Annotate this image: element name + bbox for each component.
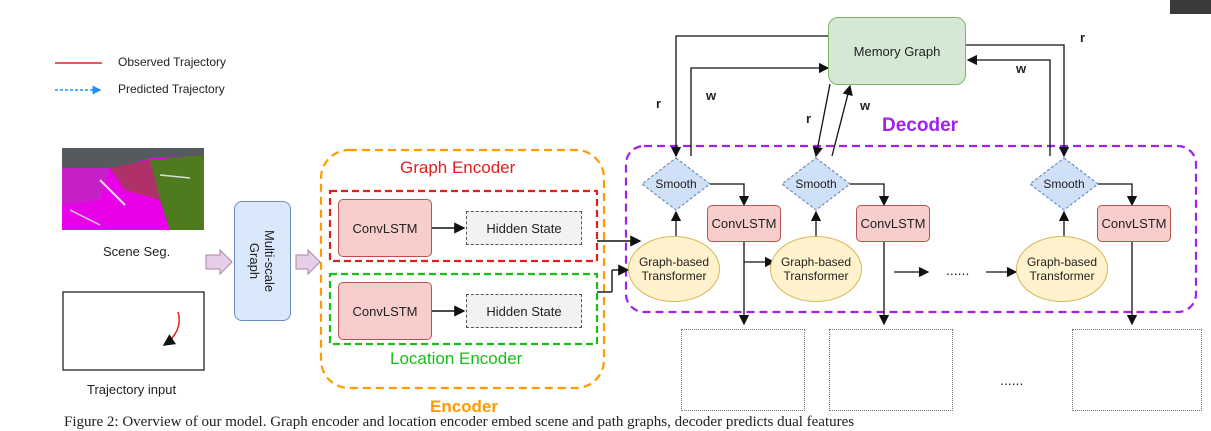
gbt-3-line1: Graph-based (1026, 255, 1098, 269)
read-label-left: r (656, 96, 662, 111)
gbt-3-line2: Transformer (1029, 269, 1095, 283)
smooth-label-3: Smooth (1043, 177, 1085, 191)
decoder-convlstm-1: ConvLSTM (707, 205, 781, 242)
gbt-1-line1: Graph-based (638, 255, 710, 269)
encoder-convlstm-location: ConvLSTM (338, 282, 432, 340)
scene-seg-label: Scene Seg. (103, 244, 171, 259)
input-arrow-right (295, 248, 321, 276)
gbt-1-line2: Transformer (641, 269, 707, 283)
memory-graph: Memory Graph (828, 17, 966, 85)
multiscale-graph-block: Multi-scale Graph (234, 201, 291, 321)
smooth-label-1: Smooth (655, 177, 697, 191)
read-label-right: r (1080, 30, 1086, 45)
location-hidden-state: Hidden State (466, 294, 582, 328)
smooth-diamond-2 (781, 157, 851, 211)
smooth-label-2: Smooth (795, 177, 837, 191)
output-panel-2 (829, 329, 953, 411)
trajectory-input-label: Trajectory input (87, 382, 177, 397)
decoder-convlstm-3: ConvLSTM (1097, 205, 1171, 242)
scene-seg-image (62, 148, 204, 230)
encoder-container (319, 148, 606, 390)
gbt-2-line1: Graph-based (780, 255, 852, 269)
graph-transformer-3: Graph-based Transformer (1016, 236, 1108, 302)
decoder-ellipsis: ...... (946, 262, 970, 278)
location-encoder-container (328, 272, 599, 346)
write-label-middle: w (860, 98, 871, 113)
decoder-label: Decoder (882, 115, 959, 136)
legend-observed-label: Observed Trajectory (118, 55, 227, 69)
output-panel-3 (1072, 329, 1202, 411)
write-label-left: w (706, 88, 717, 103)
legend-predicted-label: Predicted Trajectory (118, 82, 225, 96)
encoder-convlstm-graph: ConvLSTM (338, 199, 432, 257)
graph-transformer-2: Graph-based Transformer (770, 236, 862, 302)
multiscale-graph-label: Multi-scale Graph (247, 229, 278, 293)
input-arrow-left (205, 248, 233, 276)
trajectory-input-curve (162, 311, 180, 346)
graph-encoder-label: Graph Encoder (400, 158, 516, 177)
smooth-diamond-1 (641, 157, 711, 211)
graph-encoder-container (328, 189, 599, 263)
output-panel-1 (681, 329, 805, 411)
output-ellipsis: ...... (1000, 372, 1024, 388)
graph-transformer-1: Graph-based Transformer (628, 236, 720, 302)
gbt-2-line2: Transformer (783, 269, 849, 283)
decoder-convlstm-2: ConvLSTM (856, 205, 930, 242)
encoder-label: Encoder (430, 397, 499, 416)
location-encoder-label: Location Encoder (390, 349, 523, 368)
smooth-diamond-3 (1029, 157, 1099, 211)
read-label-middle: r (806, 111, 812, 126)
decoder-container (624, 144, 1198, 314)
write-label-right: w (1016, 61, 1027, 76)
graph-hidden-state: Hidden State (466, 211, 582, 245)
trajectory-input-box (62, 291, 205, 371)
